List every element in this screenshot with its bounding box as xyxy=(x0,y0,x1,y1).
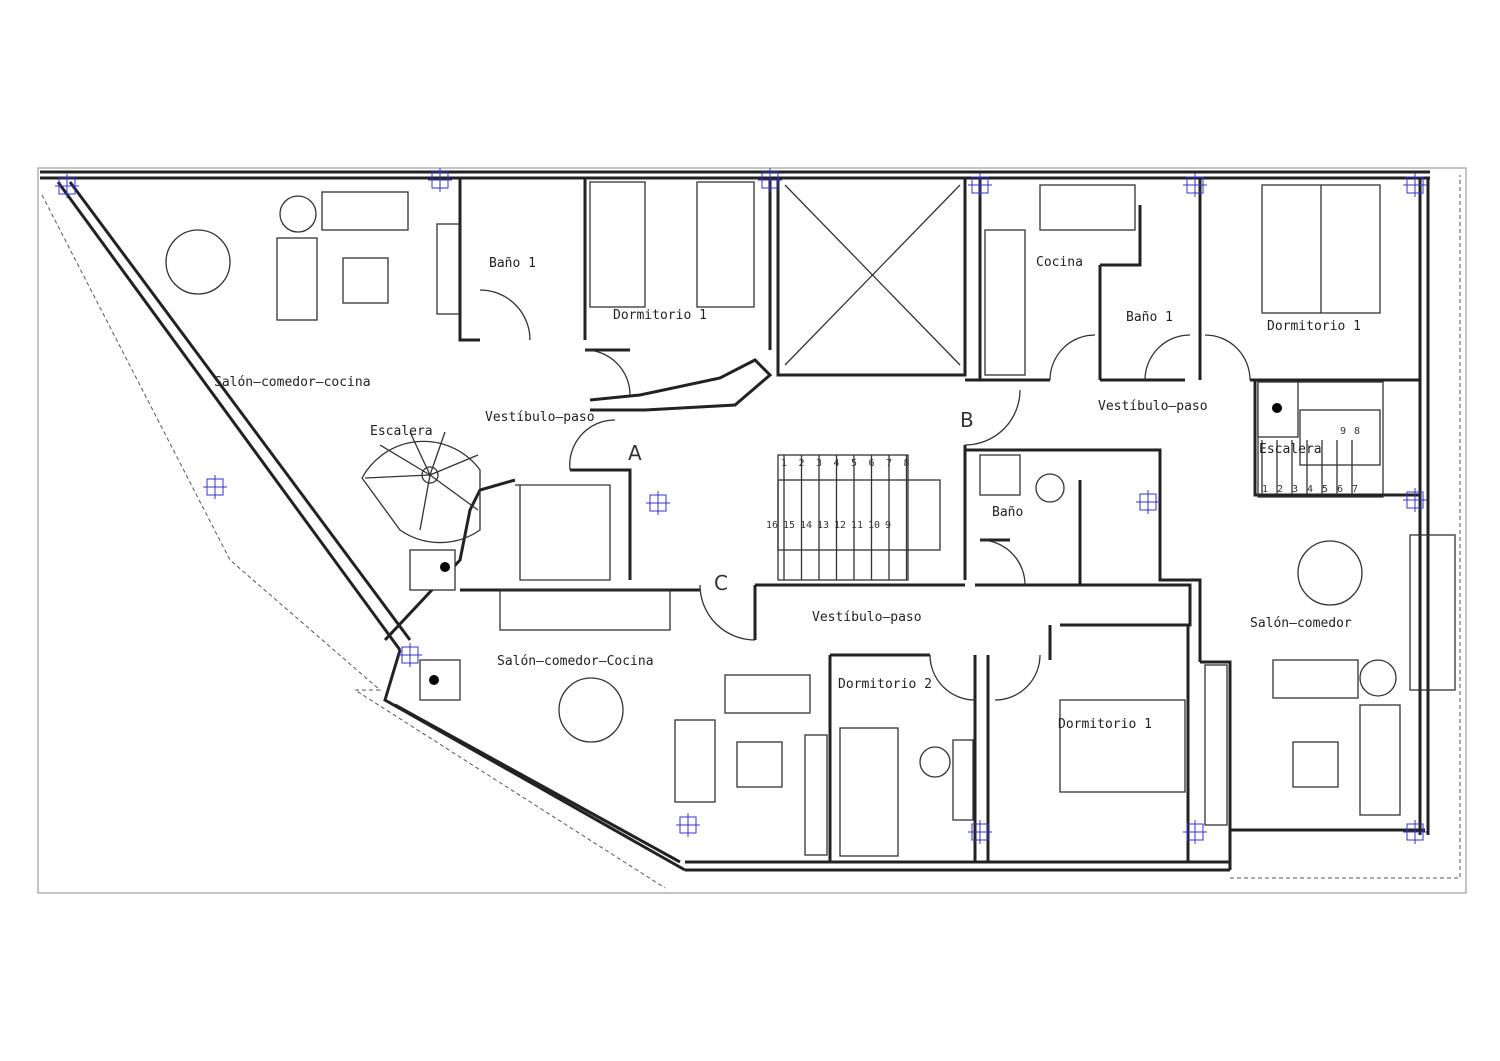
stair-step-number: 7 xyxy=(1352,484,1358,495)
stair-step-number: 4 xyxy=(1307,484,1313,495)
stair-step-number: 6 xyxy=(869,458,875,469)
stair-step-number: 6 xyxy=(1337,484,1343,495)
furniture xyxy=(165,181,1456,857)
marker-b: B xyxy=(960,408,974,432)
room-label-salon-comedor-cocina: Salón—comedor—cocina xyxy=(214,375,371,390)
room-label-salon-comedor-cocina: Salón—comedor—Cocina xyxy=(497,654,654,669)
stair-step-number: 11 xyxy=(851,520,863,531)
room-label-salon-comedor: Salón—comedor xyxy=(1250,616,1352,631)
room-label-cocina: Cocina xyxy=(1036,255,1083,270)
room-label-vestibulo-paso: Vestíbulo—paso xyxy=(1098,399,1208,414)
stair-step-number: 1 xyxy=(781,458,787,469)
marker-a: A xyxy=(628,441,642,465)
interior-walls xyxy=(383,178,1420,870)
stair-step-number: 9 xyxy=(1340,426,1346,437)
room-label-escalera: Escalera xyxy=(1259,442,1322,457)
stair-step-number: 5 xyxy=(851,458,857,469)
room-label-dormitorio-1: Dormitorio 1 xyxy=(613,308,707,323)
drawing-frame xyxy=(37,167,1467,894)
stair-step-number: 8 xyxy=(1354,426,1360,437)
stair-step-number: 1 xyxy=(1262,484,1268,495)
room-label-dormitorio: Dormitorio 1 xyxy=(1058,717,1152,732)
stair-step-number: 4 xyxy=(834,458,840,469)
stair-step-number: 7 xyxy=(886,458,892,469)
stair-step-number: 12 xyxy=(834,520,846,531)
stair-step-number: 5 xyxy=(1322,484,1328,495)
room-label-vestibulo-paso: Vestíbulo—paso xyxy=(485,410,595,425)
stair-step-number: 8 xyxy=(904,458,910,469)
stair-step-number: 3 xyxy=(1292,484,1298,495)
stair-step-number: 2 xyxy=(1277,484,1283,495)
door-swings xyxy=(479,289,1251,701)
stair-step-number: 13 xyxy=(817,520,829,531)
room-label-bano-1: Baño 1 xyxy=(1126,310,1173,325)
stair-step-number: 10 xyxy=(868,520,880,531)
stair-step-number: 2 xyxy=(799,458,805,469)
exterior-walls xyxy=(40,170,1461,889)
stair-step-number: 14 xyxy=(800,520,812,531)
stair-step-number: 15 xyxy=(783,520,795,531)
stair-step-number: 3 xyxy=(816,458,822,469)
room-label-vestibulo-paso: Vestíbulo—paso xyxy=(812,610,922,625)
room-label-bano: Baño xyxy=(992,505,1023,520)
room-label-bano-1: Baño 1 xyxy=(489,256,536,271)
stair-step-number: 16 xyxy=(766,520,778,531)
marker-c: C xyxy=(714,571,728,595)
stair-step-number: 9 xyxy=(885,520,891,531)
room-label-dormitorio-1: Dormitorio 1 xyxy=(1267,319,1361,334)
spiral-staircase xyxy=(361,431,481,544)
room-label-escalera: Escalera xyxy=(370,424,433,439)
structural-columns xyxy=(55,168,1427,844)
room-label-dormitorio-2: Dormitorio 2 xyxy=(838,677,932,692)
